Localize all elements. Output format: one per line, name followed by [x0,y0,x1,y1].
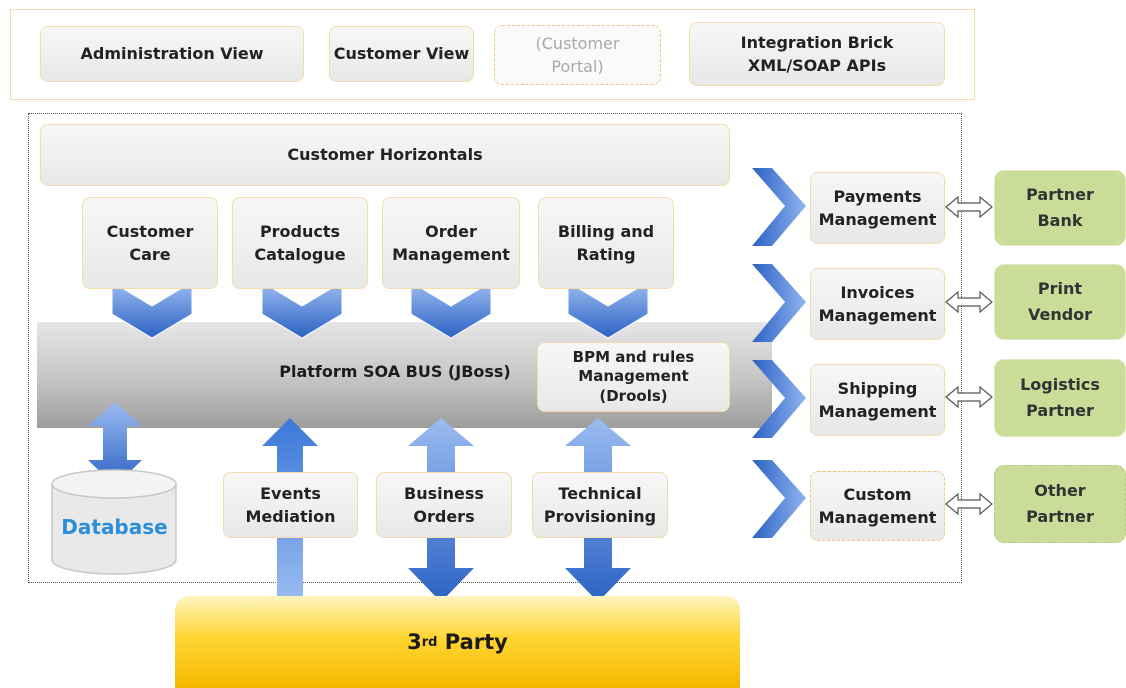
exchange-arrow-icon [945,385,993,409]
chevron-down-icon [567,281,649,339]
payments-management-box: Payments Management [810,172,945,244]
exchange-arrow-icon [945,290,993,314]
chevron-down-icon [261,281,343,339]
third-party-num: 3 [407,630,422,654]
database-double-arrow-icon [88,402,142,486]
platform-frame [28,113,962,583]
shipping-management-box: Shipping Management [810,364,945,436]
order-management-box: Order Management [382,197,520,289]
customer-horizontals-box: Customer Horizontals [40,124,730,186]
customer-care-box: Customer Care [82,197,218,289]
chevron-down-icon [410,281,492,339]
administration-view-box: Administration View [40,26,304,82]
exchange-arrow-icon [945,492,993,516]
invoices-management-box: Invoices Management [810,268,945,340]
products-catalogue-box: Products Catalogue [232,197,368,289]
chevron-down-icon [111,281,193,339]
business-orders-box: Business Orders [376,472,512,538]
soa-bus-label: Platform SOA BUS (JBoss) [279,362,511,381]
print-vendor-box: Print Vendor [994,264,1126,340]
customer-portal-box: (Customer Portal) [494,25,661,85]
database-cylinder-icon [51,469,177,575]
bpm-rules-box: BPM and rules Management (Drools) [537,342,730,412]
chevron-right-icon [752,460,806,538]
logistics-partner-box: Logistics Partner [994,359,1126,437]
database-label: Database [61,515,168,539]
billing-rating-box: Billing and Rating [538,197,674,289]
technical-provisioning-box: Technical Provisioning [532,472,668,538]
events-mediation-box: Events Mediation [223,472,358,538]
views-frame [10,9,975,100]
chevron-right-icon [752,264,806,342]
custom-management-box: Custom Management [810,471,945,541]
customer-view-box: Customer View [329,26,474,82]
third-party-label: Party [437,630,508,654]
chevron-right-icon [752,360,806,438]
partner-bank-box: Partner Bank [994,170,1126,246]
chevron-right-icon [752,168,806,246]
third-party-sup: rd [421,634,438,650]
exchange-arrow-icon [945,195,993,219]
other-partner-box: Other Partner [994,465,1126,543]
integration-brick-box: Integration Brick XML/SOAP APIs [689,22,945,86]
